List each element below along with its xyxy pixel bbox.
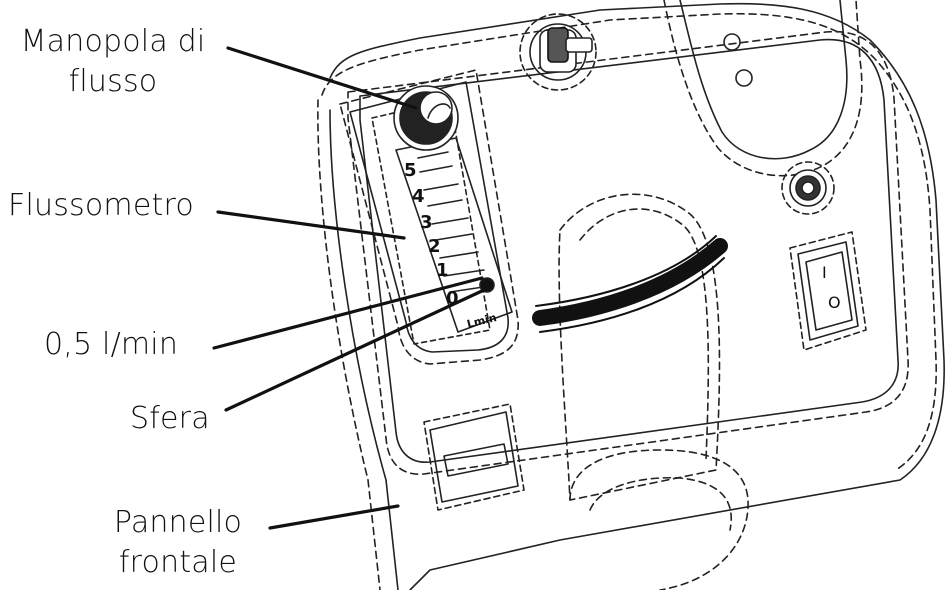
label-front-panel-line1: Pannello xyxy=(113,505,243,540)
flow-knob xyxy=(393,85,459,151)
scale-brand: Lmin xyxy=(466,311,498,331)
carry-strap-outline xyxy=(535,235,725,333)
scale-tick-1: 1 xyxy=(436,260,449,281)
bottom-scoop xyxy=(569,449,749,590)
top-right-cover xyxy=(679,0,848,160)
housing-left-edge-solid xyxy=(329,109,399,590)
outlet-nozzle xyxy=(519,13,597,91)
handle-recess xyxy=(558,193,721,501)
label-flow-knob: Manopola di flusso xyxy=(6,22,220,102)
carry-strap xyxy=(532,238,728,326)
leader-rate xyxy=(212,276,484,350)
housing-outline xyxy=(329,2,945,590)
label-flowmeter: Flussometro xyxy=(8,188,194,223)
label-flow-knob-line1: Manopola di xyxy=(20,24,206,59)
label-flow-knob-line2: flusso xyxy=(68,64,158,99)
scale-tick-5: 5 xyxy=(404,160,417,181)
leader-flowmeter xyxy=(216,210,406,240)
filter-slot xyxy=(423,403,525,511)
label-ball: Sfera xyxy=(130,401,210,436)
scale-tick-3: 3 xyxy=(420,212,433,233)
scale-tick-2: 2 xyxy=(428,236,441,257)
label-flow-rate: 0,5 l/min xyxy=(44,327,179,362)
housing-outline-dashed xyxy=(321,12,937,471)
label-front-panel: Pannello frontale xyxy=(108,503,248,583)
label-front-panel-line2: frontale xyxy=(118,545,238,580)
front-panel-border-dashed xyxy=(347,30,909,475)
switch-off-mark: O xyxy=(828,293,841,312)
scale-tick-4: 4 xyxy=(412,186,425,207)
indicator-light-2 xyxy=(735,69,753,87)
leader-knob xyxy=(226,46,418,110)
leader-ball xyxy=(224,288,486,412)
switch-on-mark: I xyxy=(822,263,827,282)
indicator-light-1 xyxy=(723,33,741,51)
handle-recess-inner xyxy=(579,208,710,461)
leader-panel xyxy=(268,504,400,530)
bottom-scoop-inner xyxy=(589,476,732,531)
right-connector xyxy=(781,161,835,215)
top-right-cover-dashed xyxy=(663,0,863,177)
power-switch xyxy=(789,231,867,351)
housing-left-edge xyxy=(317,99,381,590)
